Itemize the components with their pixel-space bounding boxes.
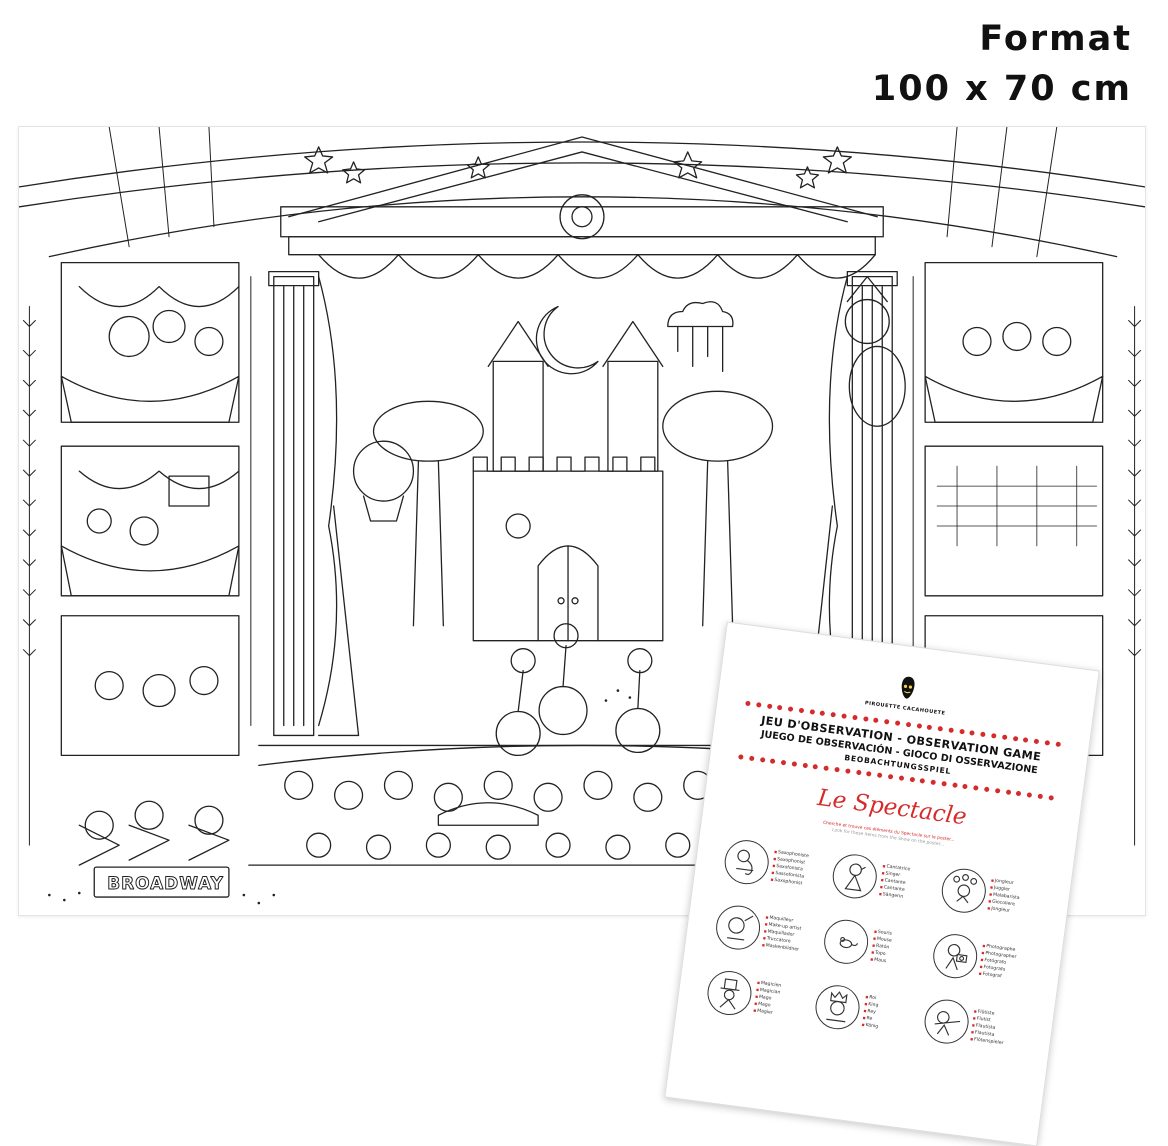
observation-game-leaflet: PIROUETTE CACAHOUETE JEU D'OBSERVATION -… [664, 621, 1100, 1146]
find-items-grid: SaxophonisteSaxophonistSaxofonistaSassof… [704, 837, 1043, 1054]
dancers-lower-left [78, 800, 230, 866]
format-caption: Format 100 x 70 cm [872, 14, 1132, 114]
moon-and-cloud [535, 301, 734, 375]
broadway-sign-text: BROADWAY [107, 873, 224, 893]
mouse-icon [821, 917, 872, 967]
photographer-icon [930, 931, 980, 981]
format-dimensions: 100 x 70 cm [871, 69, 1132, 109]
makeup-artist-icon [713, 903, 763, 953]
stage-valance [280, 194, 884, 279]
stage-trees [372, 390, 774, 627]
find-item-king: RoiKingReyReKönig [813, 982, 917, 1040]
find-item-saxophonist: SaxophonisteSaxophonistSaxofonistaSassof… [721, 837, 826, 895]
magician-icon [704, 968, 755, 1018]
brand-logo-icon [895, 673, 921, 706]
king-icon [813, 982, 863, 1033]
clown-figure [844, 275, 906, 427]
find-item-juggler: JongleurJugglerMalabaristaGiocoliereJong… [938, 866, 1043, 923]
saxophone-icon [721, 837, 772, 888]
theater-roof [19, 127, 1145, 258]
find-item-mouse: SourisMouseRatónTopoMaus [821, 917, 926, 974]
castle-set [472, 320, 664, 642]
find-item-flutist: FlûtisteFlutistFlautistaFlautistaFlötens… [921, 997, 1026, 1054]
find-item-magician: MagicienMagicianMagoMagoMagier [704, 968, 809, 1026]
item-word: König [861, 1021, 878, 1030]
find-item-photographer: PhotographePhotographerFotógrafoFotograf… [930, 931, 1034, 989]
find-item-singer: CantatriceSingerCantanteCantanteSängerin [830, 851, 934, 909]
floor-dots [48, 689, 632, 905]
hot-air-balloon [352, 440, 415, 522]
flute-icon [921, 997, 971, 1047]
broadway-sign: BROADWAY [93, 866, 230, 898]
item-word: Maus [870, 956, 889, 965]
find-item-makeup-artist: MaquilleurMake-up artistMaquilladorTrucc… [713, 903, 817, 960]
format-label: Format [979, 19, 1132, 59]
singer-icon [830, 851, 880, 902]
unicycle-performers [495, 623, 661, 757]
star-decorations [304, 146, 852, 189]
vine-borders [22, 276, 1142, 846]
juggler-icon [938, 866, 989, 916]
left-balconies [60, 262, 240, 757]
